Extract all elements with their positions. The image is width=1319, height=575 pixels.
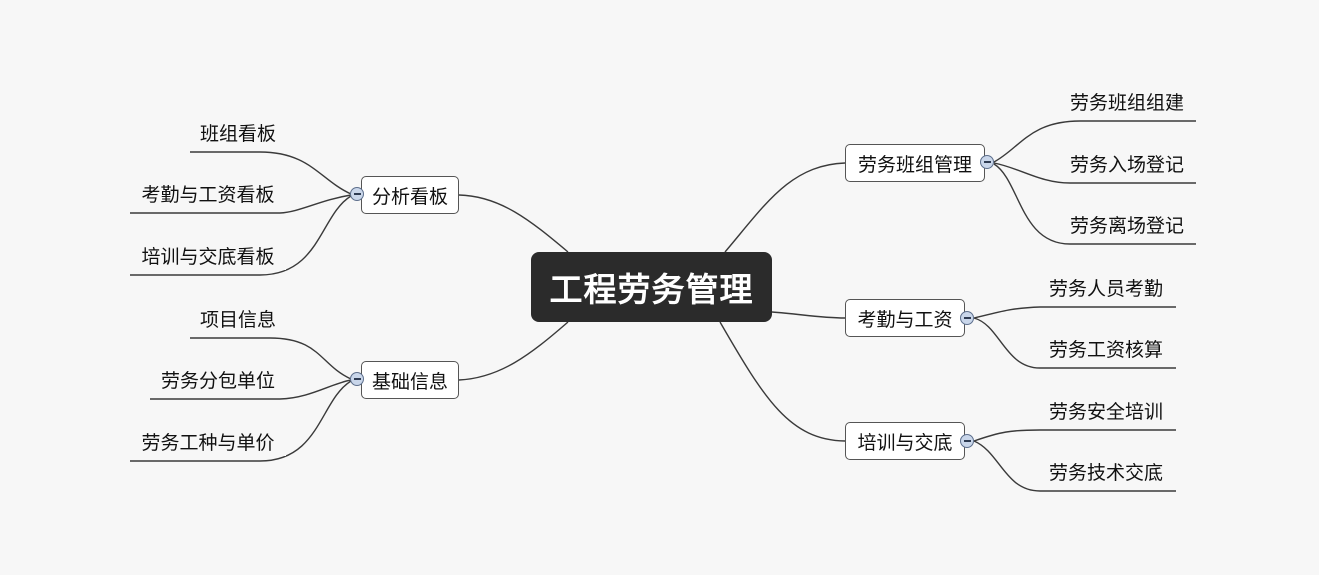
- leaf-node[interactable]: 考勤与工资看板: [130, 178, 286, 208]
- connector-fenxi-l3: [130, 195, 352, 276]
- collapse-toggle-icon[interactable]: [350, 187, 364, 201]
- collapse-toggle-icon[interactable]: [960, 311, 974, 325]
- root-node[interactable]: 工程劳务管理: [531, 252, 772, 322]
- branch-node-training-briefing[interactable]: 培训与交底: [845, 422, 965, 460]
- branch-node-analysis-board[interactable]: 分析看板: [361, 176, 459, 214]
- branch-node-attendance-wages[interactable]: 考勤与工资: [845, 299, 965, 337]
- connector-peixun-r2: [973, 440, 1176, 492]
- connector-banzu-r2: [993, 162, 1196, 184]
- leaf-node[interactable]: 劳务技术交底: [1037, 456, 1175, 486]
- collapse-toggle-icon[interactable]: [350, 372, 364, 386]
- connector-jichu-l1: [190, 337, 352, 380]
- connector-root-jichu: [458, 321, 569, 381]
- leaf-node[interactable]: 劳务分包单位: [150, 364, 286, 394]
- collapse-toggle-icon[interactable]: [960, 434, 974, 448]
- connector-fenxi-l2: [130, 194, 352, 214]
- leaf-node[interactable]: 劳务工种与单价: [130, 426, 286, 456]
- connector-root-kaoqin: [771, 311, 846, 319]
- connector-root-peixun: [719, 321, 846, 442]
- collapse-toggle-icon[interactable]: [980, 155, 994, 169]
- leaf-node[interactable]: 项目信息: [190, 303, 286, 333]
- connector-kaoqin-r1: [973, 306, 1176, 319]
- connector-jichu-l3: [130, 380, 352, 462]
- connector-kaoqin-r2: [973, 317, 1176, 369]
- leaf-node[interactable]: 劳务班组组建: [1058, 86, 1196, 116]
- connector-jichu-l2: [150, 379, 352, 400]
- connector-peixun-r1: [973, 429, 1176, 442]
- leaf-node[interactable]: 劳务工资核算: [1037, 333, 1175, 363]
- branch-node-team-management[interactable]: 劳务班组管理: [845, 144, 985, 182]
- connector-fenxi-l1: [190, 151, 352, 195]
- leaf-node[interactable]: 劳务入场登记: [1058, 148, 1196, 178]
- branch-node-basic-info[interactable]: 基础信息: [361, 361, 459, 399]
- connector-banzu-r1: [993, 120, 1196, 163]
- leaf-node[interactable]: 班组看板: [190, 117, 286, 147]
- connector-root-banzu: [724, 162, 846, 253]
- leaf-node[interactable]: 培训与交底看板: [130, 240, 286, 270]
- connector-banzu-r3: [993, 163, 1196, 245]
- connector-root-fenxi: [458, 194, 569, 253]
- leaf-node[interactable]: 劳务安全培训: [1037, 395, 1175, 425]
- leaf-node[interactable]: 劳务人员考勤: [1037, 272, 1175, 302]
- leaf-node[interactable]: 劳务离场登记: [1058, 209, 1196, 239]
